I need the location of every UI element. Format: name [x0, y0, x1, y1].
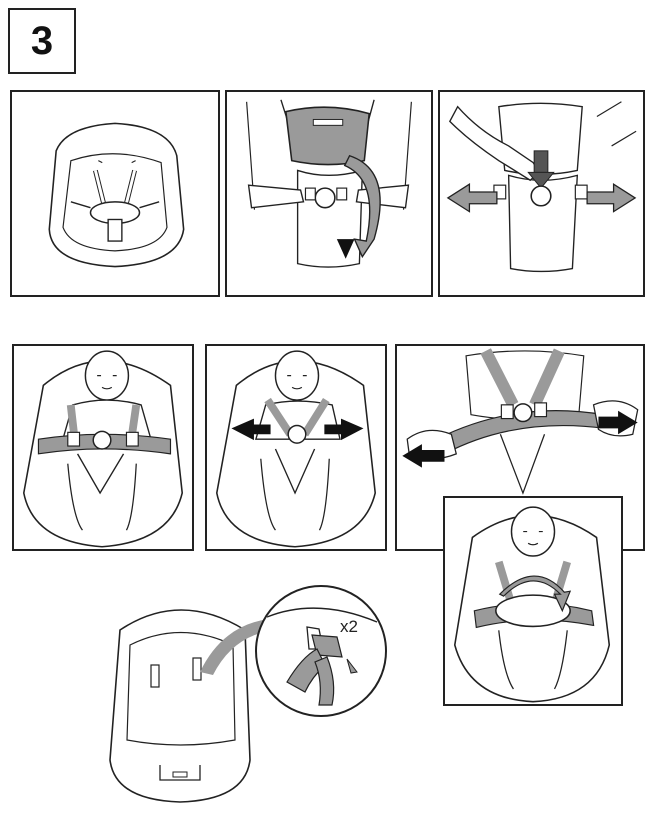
baby-harness-open-illustration	[22, 350, 184, 548]
step-number: 3	[30, 18, 54, 63]
step-number-box: 3	[8, 8, 76, 74]
panel-baby-harness-tighten	[205, 344, 387, 551]
baby-tray-illustration	[453, 506, 611, 703]
panel-baby-tray	[443, 496, 623, 706]
buckle-release-illustration	[446, 101, 637, 273]
seat-harness-illustration	[48, 122, 185, 268]
panel-buckle-release	[438, 90, 645, 297]
tray-flip-illustration	[246, 99, 412, 268]
pull-straps-illustration	[402, 348, 639, 495]
panel-baby-harness-open	[12, 344, 194, 551]
panel-seat-harness	[10, 90, 220, 297]
strap-detail-illustration	[266, 607, 378, 706]
panel-tray-flip	[225, 90, 433, 297]
multiplier-label: x2	[340, 617, 358, 636]
baby-harness-tighten-illustration	[215, 350, 377, 548]
callout-detail-circle	[255, 585, 387, 717]
